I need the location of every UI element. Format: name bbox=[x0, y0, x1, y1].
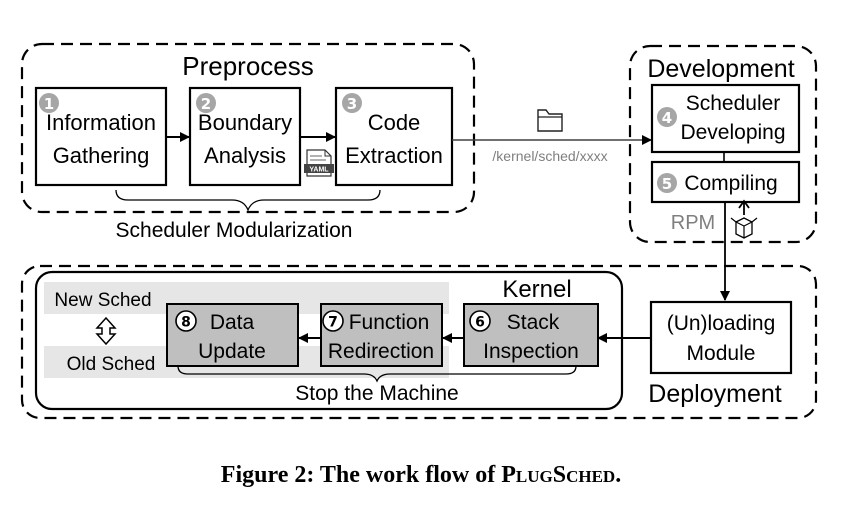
step-4-badge bbox=[657, 107, 677, 127]
unloading-module-line1: (Un)loading bbox=[667, 312, 776, 335]
preprocess-group bbox=[20, 42, 476, 214]
caption-prefix: Figure 2: The work flow of bbox=[220, 462, 502, 488]
step-7-number: 7 bbox=[328, 315, 338, 331]
scheduler-modularization-label: Scheduler Modularization bbox=[116, 219, 353, 242]
step-6-number: 6 bbox=[475, 315, 485, 331]
step-6-badge bbox=[469, 310, 491, 332]
kernel-box bbox=[34, 270, 624, 411]
step-8-number: 8 bbox=[181, 315, 191, 331]
old-sched-label: Old Sched bbox=[67, 354, 156, 375]
scheduler-developing-line2: Developing bbox=[680, 121, 785, 144]
preprocess-title: Preprocess bbox=[182, 51, 314, 81]
unloading-module-line2: Module bbox=[687, 342, 756, 365]
stop-the-machine-label: Stop the Machine bbox=[295, 382, 458, 405]
step-3-number: 3 bbox=[347, 95, 357, 113]
stop-the-machine-brace bbox=[177, 365, 577, 383]
function-redirection-line2: Redirection bbox=[328, 340, 434, 363]
step-1-number: 1 bbox=[44, 95, 54, 113]
unloading-module-box bbox=[649, 300, 793, 375]
information-gathering-line1: Information bbox=[46, 110, 156, 135]
figure-caption: Figure 2: The work flow of PlugSched. bbox=[0, 462, 842, 489]
scheduler-modularization-brace bbox=[115, 189, 381, 212]
step-5-number: 5 bbox=[662, 175, 672, 193]
new-sched-label: New Sched bbox=[54, 290, 151, 311]
step-3-badge bbox=[342, 93, 362, 113]
boundary-analysis-line2: Analysis bbox=[204, 143, 286, 168]
boundary-analysis-box bbox=[188, 86, 302, 187]
swap-double-arrow bbox=[95, 316, 117, 346]
workflow-diagram: Preprocess 1 Information Gathering 2 Bou… bbox=[20, 42, 818, 420]
boundary-analysis-line1: Boundary bbox=[198, 110, 292, 135]
stack-inspection-line1: Stack bbox=[507, 311, 560, 334]
step-2-number: 2 bbox=[201, 95, 211, 113]
step-2-badge bbox=[196, 93, 216, 113]
caption-name: PlugSched bbox=[501, 462, 616, 488]
code-extraction-line1: Code bbox=[368, 110, 421, 135]
compiling-label: Compiling bbox=[684, 172, 777, 195]
step-4-number: 4 bbox=[662, 109, 672, 127]
step-8-badge bbox=[175, 310, 197, 332]
caption-suffix: . bbox=[615, 462, 622, 488]
code-extraction-line2: Extraction bbox=[345, 143, 443, 168]
kernel-title: Kernel bbox=[502, 276, 571, 303]
step-1-badge bbox=[39, 93, 59, 113]
function-redirection-line1: Function bbox=[349, 311, 430, 334]
deployment-group bbox=[20, 264, 818, 420]
rpm-label: RPM bbox=[671, 212, 715, 234]
data-update-line2: Update bbox=[198, 340, 266, 363]
folder-icon bbox=[537, 109, 563, 132]
step-5-badge bbox=[657, 173, 677, 193]
rpm-package-icon bbox=[730, 199, 758, 239]
deployment-title: Deployment bbox=[648, 380, 781, 408]
kernel-sched-path: /kernel/sched/xxxx bbox=[492, 148, 607, 164]
data-update-line1: Data bbox=[210, 311, 255, 334]
yaml-file-icon: YAML bbox=[304, 149, 334, 177]
scheduler-developing-line1: Scheduler bbox=[686, 92, 781, 115]
information-gathering-line2: Gathering bbox=[53, 143, 150, 168]
yaml-label: YAML bbox=[309, 167, 329, 174]
data-update-box bbox=[166, 303, 299, 367]
stack-inspection-line2: Inspection bbox=[483, 340, 579, 363]
development-title: Development bbox=[647, 55, 794, 83]
step-7-badge bbox=[322, 310, 344, 332]
development-group bbox=[628, 44, 818, 244]
